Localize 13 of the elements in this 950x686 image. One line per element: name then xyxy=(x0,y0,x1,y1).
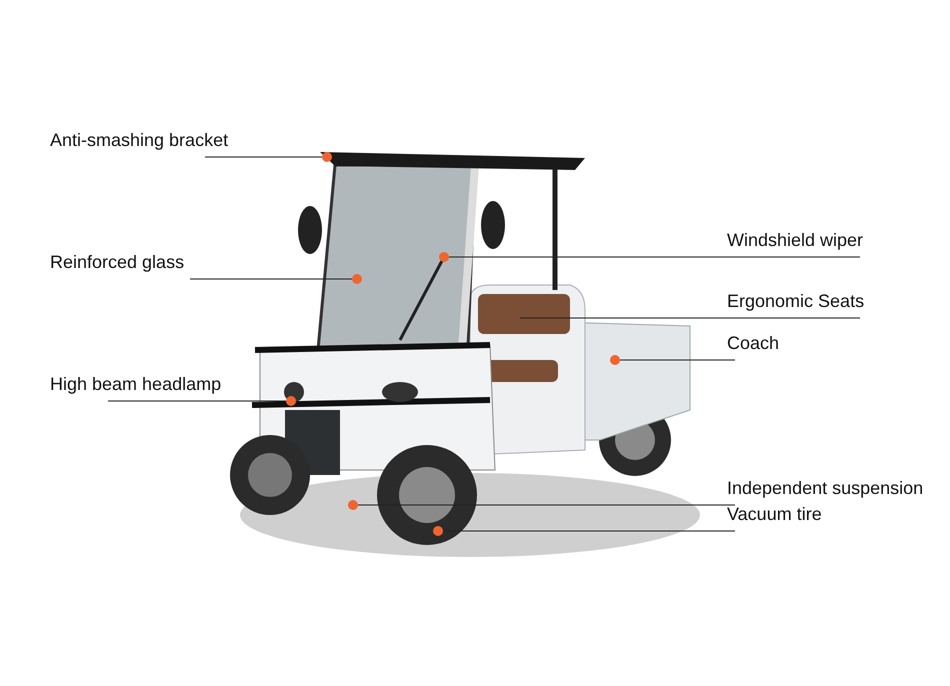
callout-label: Coach xyxy=(727,332,780,355)
callout-label: Anti-smashing bracket xyxy=(50,129,230,152)
callout-label: Reinforced glass xyxy=(50,251,186,274)
leader-line xyxy=(108,400,286,402)
callout-label: Windshield wiper xyxy=(727,229,864,252)
leader-line xyxy=(190,278,352,280)
callout-label: Vacuum tire xyxy=(727,503,823,526)
callout-label: Independent suspension xyxy=(727,477,924,500)
leader-line xyxy=(358,504,736,506)
callout-label: High beam headlamp xyxy=(50,373,222,396)
callout-label: Ergonomic Seats xyxy=(727,290,866,313)
leader-line xyxy=(442,530,736,532)
leader-line xyxy=(448,256,860,258)
